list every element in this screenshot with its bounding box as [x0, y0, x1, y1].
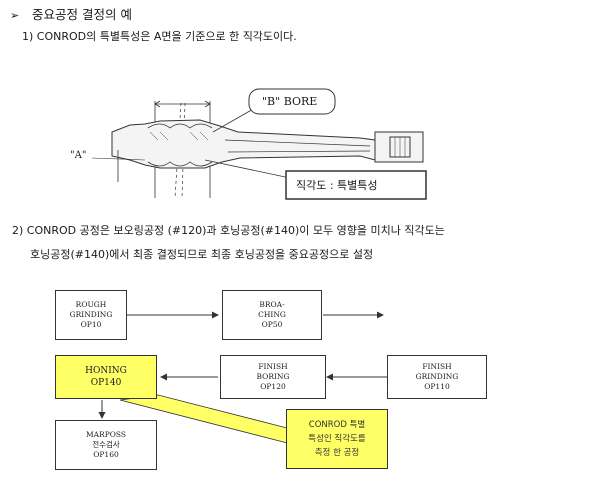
statement-3: 호닝공정(#140)에서 최종 결정되므로 최종 호닝공정을 중요공정으로 설정 — [30, 248, 374, 261]
a-surface-label: "A" — [70, 150, 87, 161]
honing-callout-note: CONROD 특별 특성인 직각도를 측정 한 공정 — [286, 409, 388, 469]
perpendicularity-label: 직각도 : 특별특성 — [296, 179, 378, 192]
conrod-drawing — [91, 100, 424, 199]
page-heading: ➢ 중요공정 결정의 예 — [10, 4, 132, 23]
box-finish-boring: FINISH BORING OP120 — [220, 355, 326, 399]
b-bore-label: "B" BORE — [262, 95, 318, 108]
arrow-bullet-icon: ➢ — [10, 9, 20, 22]
b-bore-callout — [248, 88, 336, 115]
box-rough-grinding: ROUGH GRINDING OP10 — [55, 290, 127, 340]
box-marposs: MARPOSS 전수검사 OP160 — [55, 420, 157, 470]
perpendicularity-box — [285, 170, 427, 200]
box-finish-grinding: FINISH GRINDING OP110 — [387, 355, 487, 399]
box-honing: HONING OP140 — [55, 355, 157, 399]
statement-1: 1) CONROD의 특별특성은 A면을 기준으로 한 직각도이다. — [22, 30, 297, 43]
page-title: 중요공정 결정의 예 — [32, 7, 132, 22]
box-broaching: BROA- CHING OP50 — [222, 290, 322, 340]
statement-2: 2) CONROD 공정은 보오링공정 (#120)과 호닝공정(#140)이 … — [12, 224, 445, 237]
